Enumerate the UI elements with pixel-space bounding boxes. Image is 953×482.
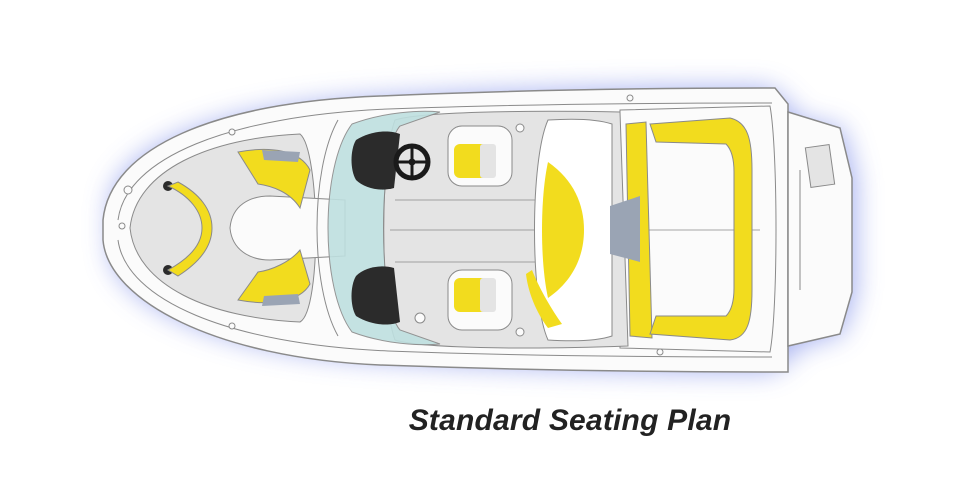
diagram-caption: Standard Seating Plan xyxy=(408,404,732,437)
steering-wheel-icon xyxy=(393,143,431,181)
bow-seating xyxy=(118,133,346,323)
rear-bench xyxy=(526,117,753,342)
helm-dash xyxy=(351,131,400,190)
gunwale-line xyxy=(117,102,773,221)
passenger-dash xyxy=(351,266,400,325)
rear-bench-center xyxy=(542,162,584,298)
bow-seat-front xyxy=(166,181,213,277)
swim-platform xyxy=(787,110,853,347)
sundeck-pad xyxy=(649,117,753,341)
rear-bench-side-top xyxy=(526,270,562,328)
bow-cleat xyxy=(118,222,126,230)
cupholder xyxy=(414,312,426,324)
cleat xyxy=(228,128,236,136)
helm-console xyxy=(351,131,431,325)
bow-light xyxy=(123,185,133,195)
deck-fittings xyxy=(228,94,664,356)
cupholder xyxy=(515,327,525,337)
bow-cushion-top xyxy=(262,150,300,162)
cleat xyxy=(626,94,634,102)
sundeck-slate xyxy=(610,196,640,262)
gunwale-line-lower xyxy=(117,239,773,358)
cleat xyxy=(656,348,664,356)
cupholder xyxy=(515,123,525,133)
passenger-seat xyxy=(447,269,513,331)
bow-cushion-bottom xyxy=(262,294,300,306)
bow-seat-upper xyxy=(237,148,311,210)
cleat xyxy=(228,322,236,330)
boarding-ladder xyxy=(804,143,836,189)
captain-seat xyxy=(447,125,513,187)
